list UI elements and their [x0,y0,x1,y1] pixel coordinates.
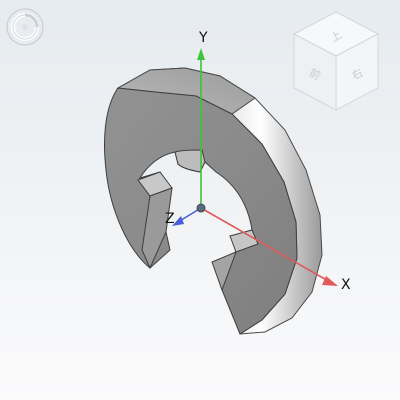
ring-upper-prong [174,149,206,173]
view-cube-top-label: 上 [328,28,344,45]
home-view-button[interactable] [4,6,46,48]
ring-right-prong [229,229,259,253]
z-axis-arrow [172,216,184,226]
view-cube-icon: 上 前 右 [292,11,380,111]
y-axis-label: Y [199,30,208,46]
home-view-icon [6,8,44,46]
origin-marker [196,203,206,213]
x-axis-arrow [322,276,338,286]
view-cube[interactable]: 上 前 右 [286,10,386,114]
x-axis-label: X [341,277,351,293]
z-axis-label: Z [165,211,175,227]
view-cube-right-face[interactable] [335,33,379,111]
y-axis-arrow [197,48,205,60]
ring-left-prong-side [141,187,173,270]
ring-gap-end [211,251,237,292]
x-axis-line [200,207,331,283]
